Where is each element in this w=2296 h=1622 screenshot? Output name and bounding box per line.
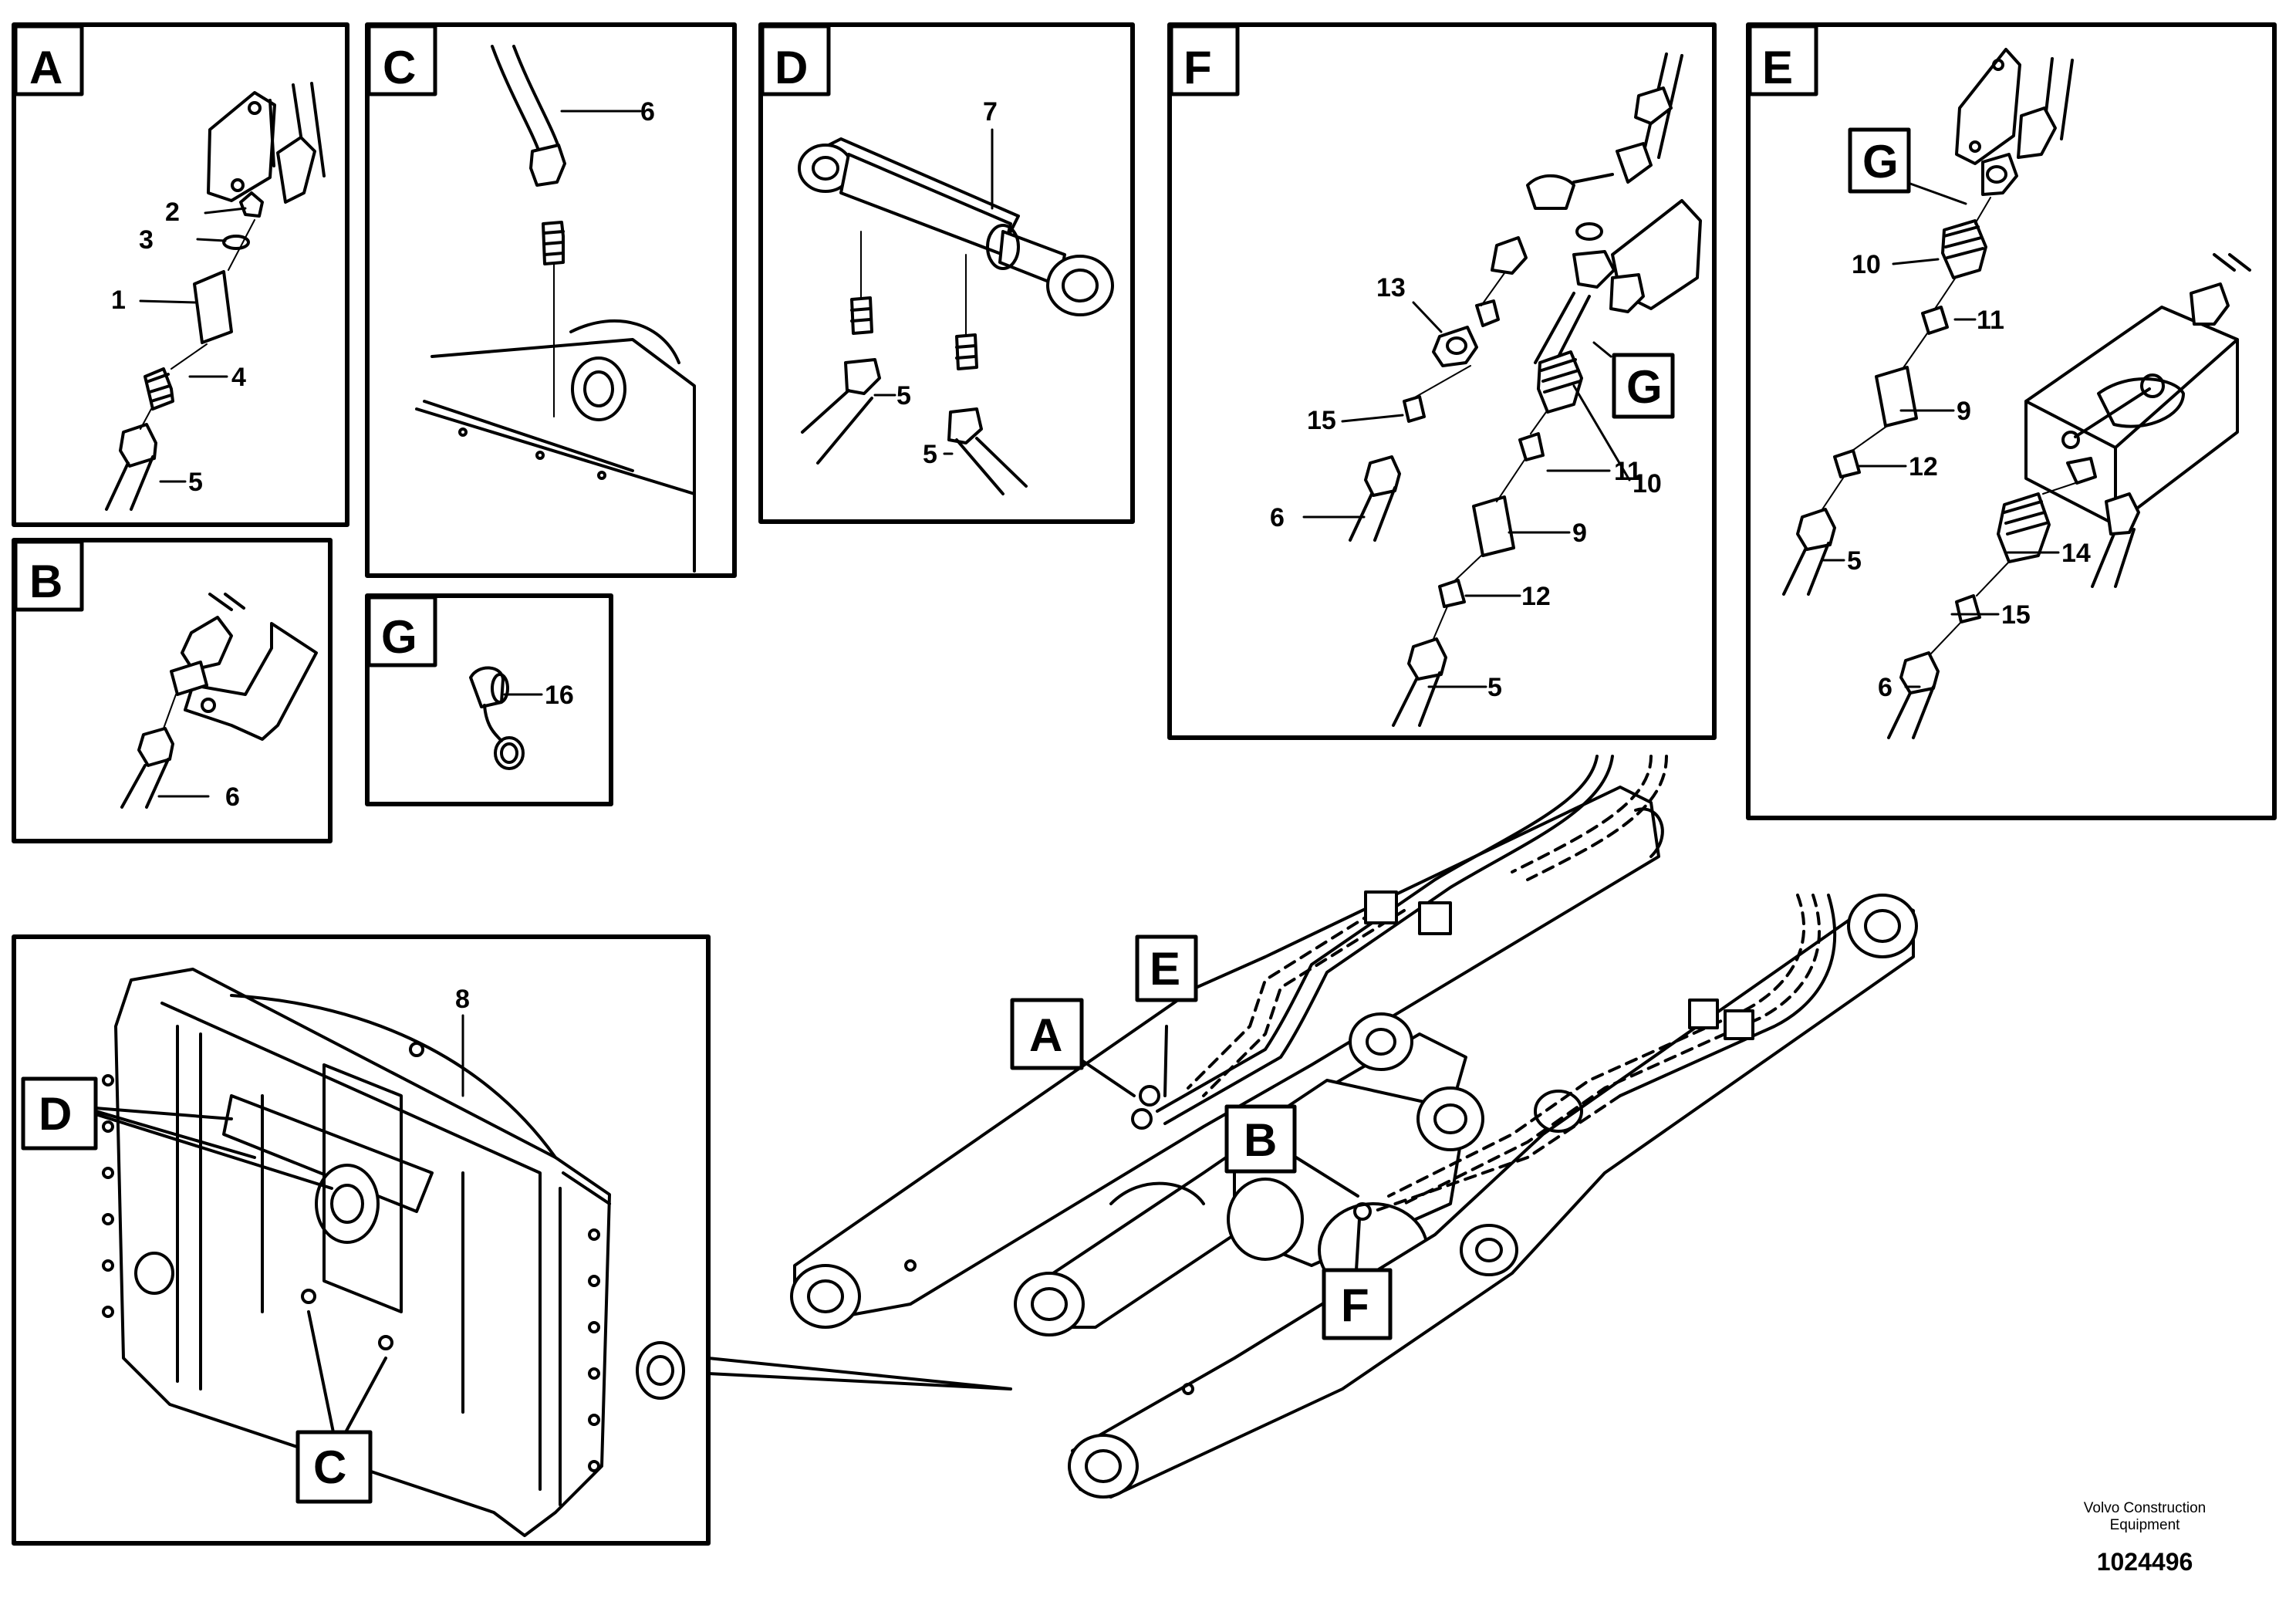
drawing-id: 1024496 bbox=[2096, 1548, 2193, 1576]
callout-a-4: 4 bbox=[231, 363, 246, 392]
callout-a-5: 5 bbox=[188, 468, 203, 497]
callout-attachment-8: 8 bbox=[455, 985, 470, 1014]
callout-f-13: 13 bbox=[1376, 273, 1406, 302]
panel-f bbox=[1167, 22, 1717, 740]
callout-b-6: 6 bbox=[225, 782, 240, 812]
callout-a-3: 3 bbox=[139, 225, 154, 255]
callout-c-6: 6 bbox=[640, 97, 655, 127]
boom-assembly bbox=[790, 755, 1918, 1499]
panel-g bbox=[365, 593, 613, 806]
callout-a-2: 2 bbox=[165, 198, 180, 227]
panel-d-letter: D bbox=[775, 42, 808, 93]
panel-a bbox=[12, 22, 349, 527]
boom-ref-e: E bbox=[1150, 943, 1180, 995]
callout-f-15: 15 bbox=[1307, 406, 1336, 435]
callout-f-12: 12 bbox=[1521, 582, 1551, 611]
panel-f-ref-g: G bbox=[1626, 361, 1663, 413]
boom-ref-b: B bbox=[1244, 1114, 1277, 1166]
panel-f-letter: F bbox=[1183, 42, 1212, 93]
panel-a-letter: A bbox=[29, 42, 62, 93]
callout-f-9: 9 bbox=[1572, 519, 1587, 548]
panel-e-ref-g: G bbox=[1862, 136, 1899, 188]
panel-e bbox=[1746, 22, 2277, 820]
attachment-ref-c: C bbox=[313, 1441, 346, 1493]
callout-a-1: 1 bbox=[111, 286, 126, 315]
callout-e-9: 9 bbox=[1957, 397, 1971, 426]
panel-g-letter: G bbox=[381, 611, 417, 663]
boom-ref-f: F bbox=[1341, 1279, 1369, 1331]
panel-b-letter: B bbox=[29, 556, 62, 607]
footer-company-line1: Volvo Construction bbox=[2083, 1500, 2207, 1516]
callout-e-10: 10 bbox=[1852, 250, 1881, 279]
callout-e-14: 14 bbox=[2061, 539, 2091, 568]
panel-b bbox=[12, 538, 333, 843]
callout-f-6: 6 bbox=[1270, 503, 1285, 532]
attachment-ref-d: D bbox=[39, 1088, 72, 1140]
callout-e-6: 6 bbox=[1878, 673, 1893, 702]
footer-company-line2: Equipment bbox=[2109, 1517, 2180, 1533]
callout-d-7: 7 bbox=[983, 97, 998, 127]
callout-e-5: 5 bbox=[1847, 546, 1862, 576]
panel-d bbox=[758, 22, 1135, 524]
callout-d-5b: 5 bbox=[923, 440, 937, 469]
panel-c-letter: C bbox=[383, 42, 416, 93]
callout-f-11: 11 bbox=[1614, 457, 1642, 486]
callout-g-16: 16 bbox=[545, 681, 574, 710]
callout-e-12: 12 bbox=[1909, 452, 1938, 482]
callout-f-5: 5 bbox=[1487, 673, 1502, 702]
boom-ref-a: A bbox=[1029, 1009, 1062, 1061]
panel-c bbox=[365, 22, 737, 578]
panel-attachment bbox=[12, 934, 1012, 1546]
callout-f-10: 10 bbox=[1633, 469, 1662, 498]
callout-e-11: 11 bbox=[1977, 306, 2004, 335]
panel-e-letter: E bbox=[1762, 42, 1793, 93]
callout-e-15: 15 bbox=[2001, 600, 2031, 630]
callout-d-5a: 5 bbox=[896, 381, 911, 411]
footer-company: Volvo Construction Equipment bbox=[2052, 1500, 2237, 1534]
